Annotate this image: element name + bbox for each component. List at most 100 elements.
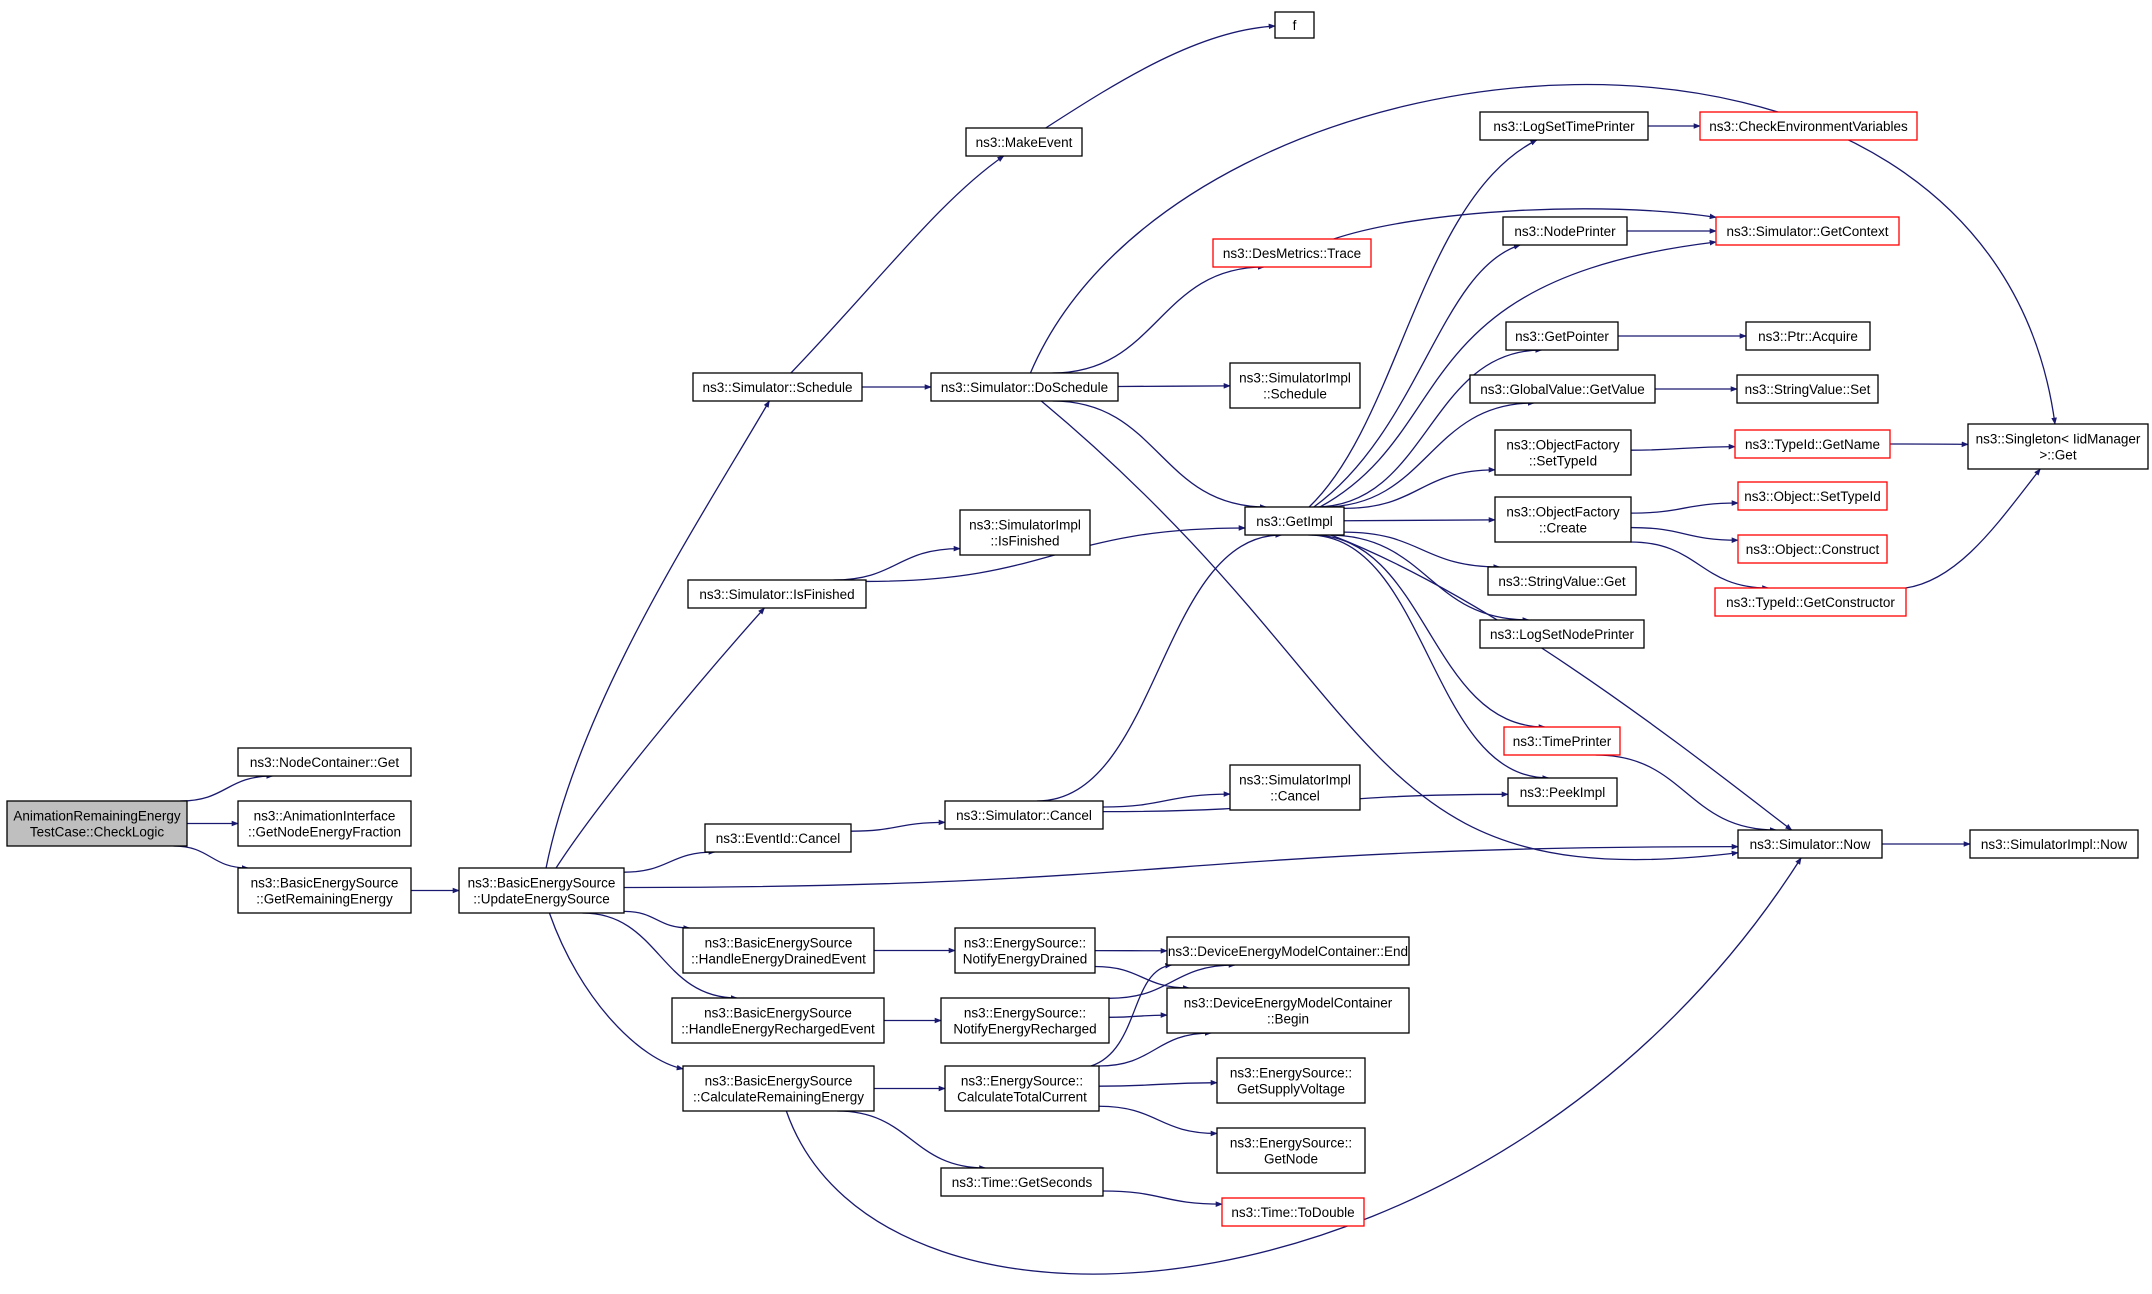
node-bes-herc[interactable]: ns3::BasicEnergySource::HandleEnergyRech… — [671, 997, 885, 1044]
node-timeprinter[interactable]: ns3::TimePrinter — [1503, 726, 1621, 756]
node-label-line: ns3::ObjectFactory — [1506, 505, 1620, 520]
node-lstp[interactable]: ns3::LogSetTimePrinter — [1479, 111, 1649, 141]
node-simimpl-now[interactable]: ns3::SimulatorImpl::Now — [1969, 829, 2139, 859]
node-box — [704, 823, 852, 853]
node-es-ner[interactable]: ns3::EnergySource::NotifyEnergyRecharged — [940, 997, 1110, 1044]
edge-bes_cre-to-sim_now — [785, 857, 1802, 1275]
node-label-line: NotifyEnergyRecharged — [953, 1022, 1096, 1037]
node-label-line: ns3::DeviceEnergyModelContainer::End — [1168, 944, 1408, 959]
node-label-line: ns3::EnergySource:: — [964, 936, 1086, 951]
node-sim-sched[interactable]: ns3::Simulator::Schedule — [692, 372, 863, 402]
edge-getimpl-to-lsnp — [1327, 534, 1530, 623]
node-es-ctc[interactable]: ns3::EnergySource::CalculateTotalCurrent — [944, 1065, 1100, 1112]
node-singleton-get[interactable]: ns3::Singleton< IidManager>::Get — [1967, 423, 2149, 470]
node-es-gn[interactable]: ns3::EnergySource::GetNode — [1216, 1127, 1366, 1174]
node-of-create[interactable]: ns3::ObjectFactory::Create — [1494, 496, 1632, 543]
node-box — [671, 997, 885, 1044]
node-box — [1699, 111, 1918, 141]
node-label-line: ns3::StringValue::Get — [1498, 574, 1626, 589]
node-ptr-acquire[interactable]: ns3::Ptr::Acquire — [1745, 321, 1871, 351]
node-of-settypeid[interactable]: ns3::ObjectFactory::SetTypeId — [1494, 429, 1632, 476]
node-evid-cancel[interactable]: ns3::EventId::Cancel — [704, 823, 852, 853]
node-obj-settypeid[interactable]: ns3::Object::SetTypeId — [1737, 481, 1888, 511]
edge-bes_ues-to-bes_cre — [548, 912, 684, 1071]
node-nc-get[interactable]: ns3::NodeContainer::Get — [237, 747, 412, 777]
node-box — [1216, 1057, 1366, 1104]
node-demc-begin[interactable]: ns3::DeviceEnergyModelContainer::Begin — [1166, 987, 1410, 1034]
node-typeid-getctor[interactable]: ns3::TypeId::GetConstructor — [1714, 587, 1907, 617]
node-label-line: ns3::AnimationInterface — [254, 809, 396, 824]
node-box — [1714, 587, 1907, 617]
edge-bes_ues-to-bes_herc — [582, 912, 738, 1001]
node-box — [1494, 496, 1632, 543]
node-label-line: ::CalculateRemainingEnergy — [693, 1090, 864, 1105]
node-bes-ues[interactable]: ns3::BasicEnergySource::UpdateEnergySour… — [458, 867, 625, 914]
node-label-line: ns3::BasicEnergySource — [468, 876, 616, 891]
node-nodeprinter[interactable]: ns3::NodePrinter — [1502, 216, 1628, 246]
edge-es_ctc-to-demc_end — [1090, 962, 1173, 1067]
node-sim-isfin[interactable]: ns3::Simulator::IsFinished — [687, 579, 867, 609]
node-box — [1469, 374, 1656, 404]
node-box — [1737, 534, 1888, 564]
node-box — [1736, 374, 1879, 404]
edge-es_ctc-to-demc_begin — [1098, 1030, 1212, 1067]
node-simimpl-sched[interactable]: ns3::SimulatorImpl::Schedule — [1229, 362, 1361, 409]
edge-sim_cancel-to-simimpl_cancel — [1102, 791, 1231, 808]
node-sim-cancel[interactable]: ns3::Simulator::Cancel — [944, 800, 1104, 830]
node-simimpl-isfin[interactable]: ns3::SimulatorImpl::IsFinished — [959, 509, 1091, 556]
node-demc-end[interactable]: ns3::DeviceEnergyModelContainer::End — [1166, 936, 1410, 966]
node-box — [237, 800, 412, 847]
node-getimpl[interactable]: ns3::GetImpl — [1244, 506, 1345, 536]
node-box — [687, 579, 867, 609]
edge-getimpl-to-lstp — [1308, 139, 1538, 508]
node-time-todouble[interactable]: ns3::Time::ToDouble — [1221, 1197, 1365, 1227]
edge-getimpl-to-sim_getctx — [1319, 239, 1717, 508]
node-typeid-getname[interactable]: ns3::TypeId::GetName — [1734, 429, 1891, 459]
node-desm-trace[interactable]: ns3::DesMetrics::Trace — [1212, 238, 1372, 268]
node-cev[interactable]: ns3::CheckEnvironmentVariables — [1699, 111, 1918, 141]
node-label-line: ns3::TypeId::GetName — [1745, 437, 1880, 452]
node-bes-cre[interactable]: ns3::BasicEnergySource::CalculateRemaini… — [682, 1065, 875, 1112]
node-getpointer[interactable]: ns3::GetPointer — [1505, 321, 1619, 351]
node-sim-now[interactable]: ns3::Simulator::Now — [1737, 829, 1883, 859]
node-label-line: ns3::LogSetTimePrinter — [1493, 119, 1635, 134]
node-simimpl-cancel[interactable]: ns3::SimulatorImpl::Cancel — [1229, 764, 1361, 811]
edge-bes_ues-to-bes_hedr — [623, 910, 691, 931]
node-sim-getctx[interactable]: ns3::Simulator::GetContext — [1715, 216, 1900, 246]
node-sim-dosched[interactable]: ns3::Simulator::DoSchedule — [930, 372, 1119, 402]
node-label-line: ns3::TypeId::GetConstructor — [1726, 595, 1895, 610]
node-bes-hedr[interactable]: ns3::BasicEnergySource::HandleEnergyDrai… — [682, 927, 875, 974]
edge-es_ner-to-demc_begin — [1108, 1012, 1168, 1018]
node-es-gsv[interactable]: ns3::EnergySource::GetSupplyVoltage — [1216, 1057, 1366, 1104]
node-gv-getvalue[interactable]: ns3::GlobalValue::GetValue — [1469, 374, 1656, 404]
node-root[interactable]: AnimationRemainingEnergyTestCase::CheckL… — [6, 800, 188, 847]
node-sv-get[interactable]: ns3::StringValue::Get — [1487, 566, 1637, 596]
edge-es_ctc-to-es_gsv — [1098, 1079, 1218, 1087]
edge-make_event-to-f — [1045, 23, 1276, 129]
node-box — [1229, 362, 1361, 409]
node-label-line: ns3::BasicEnergySource — [705, 1074, 853, 1089]
node-label-line: GetNode — [1264, 1152, 1318, 1167]
node-obj-construct[interactable]: ns3::Object::Construct — [1737, 534, 1888, 564]
node-box — [458, 867, 625, 914]
edge-getimpl-to-timeprinter — [1311, 534, 1546, 730]
edge-desm_trace-to-sim_getctx — [1333, 208, 1717, 240]
node-box — [930, 372, 1119, 402]
node-label-line: ::SetTypeId — [1529, 454, 1597, 469]
node-label-line: ns3::CheckEnvironmentVariables — [1709, 119, 1908, 134]
node-box — [1479, 111, 1649, 141]
node-label-line: ns3::SimulatorImpl — [1239, 773, 1351, 788]
edge-getimpl-to-of_create — [1343, 517, 1496, 523]
node-box — [1745, 321, 1871, 351]
node-ai-gnef[interactable]: ns3::AnimationInterface::GetNodeEnergyFr… — [237, 800, 412, 847]
node-sv-set[interactable]: ns3::StringValue::Set — [1736, 374, 1879, 404]
node-lsnp[interactable]: ns3::LogSetNodePrinter — [1479, 619, 1645, 649]
node-peekimpl[interactable]: ns3::PeekImpl — [1507, 777, 1618, 807]
node-f[interactable]: f — [1274, 11, 1315, 39]
node-box — [682, 1065, 875, 1112]
node-time-gs[interactable]: ns3::Time::GetSeconds — [940, 1167, 1104, 1197]
node-label-line: ns3::Simulator::Cancel — [956, 808, 1092, 823]
node-make-event[interactable]: ns3::MakeEvent — [965, 127, 1083, 157]
node-es-ned[interactable]: ns3::EnergySource::NotifyEnergyDrained — [954, 927, 1096, 974]
node-bes-gre[interactable]: ns3::BasicEnergySource::GetRemainingEner… — [237, 867, 412, 914]
